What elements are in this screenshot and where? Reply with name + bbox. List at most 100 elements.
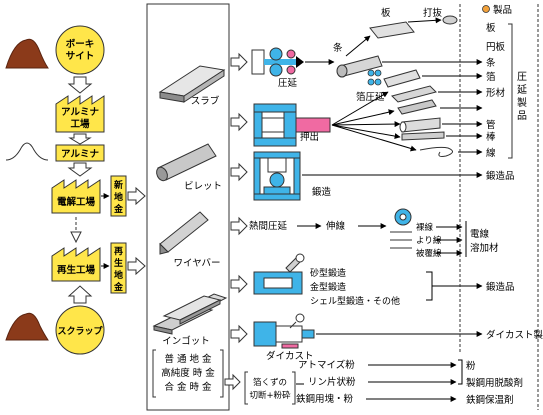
- sand-casting-label: 砂型鍛造: [310, 267, 346, 279]
- recycling-plant-label: 再生工場: [57, 264, 96, 276]
- flow-arrow-down-1: [67, 76, 93, 94]
- newmetal-to-column-arrow: [127, 186, 146, 206]
- casting-out-arrow: [230, 274, 248, 294]
- ingot-column-box: [146, 3, 230, 411]
- rolling-label: 圧延: [278, 77, 298, 89]
- die-cast-label: ダイカスト: [266, 350, 314, 362]
- plate-to-blank-arrow: [407, 17, 442, 24]
- alumina-node: アルミナ: [55, 144, 105, 162]
- rolled-group-label-3: 製: [517, 96, 527, 109]
- product-legend-label: 製品: [493, 4, 512, 16]
- rolled-group-label-4: 品: [517, 110, 527, 122]
- alumina-label: アルミナ: [61, 149, 99, 160]
- dashed-recycle-arrow: [70, 217, 82, 244]
- secondary-metal-node: 再 生 地 金: [110, 242, 127, 294]
- recycling-plant-node: 再生工場: [51, 247, 101, 282]
- steel-lump-powder-label: 鉄鋼用塊・粉: [296, 393, 354, 405]
- new-metal-char-2: 地: [114, 191, 123, 203]
- product-rod: 棒: [486, 131, 496, 143]
- wire-coil-icon: [394, 208, 412, 226]
- extrude-out-arrow: [230, 112, 248, 132]
- sheet-label: 板: [381, 7, 391, 19]
- ingot-label: インゴット: [162, 335, 210, 347]
- product-legend-dot-icon: [482, 5, 490, 13]
- ingot-grade-3: 合 金 時 金: [164, 381, 212, 393]
- foil-rolling-label: 箔圧延: [356, 91, 385, 103]
- secondary-metal-char-2: 生: [114, 257, 123, 269]
- stranded-wire-label: より線: [416, 235, 442, 246]
- deoxidizer-product: 製鋼用脱酸剤: [466, 377, 523, 389]
- atomized-powder-label: アトマイズ粉: [298, 359, 355, 371]
- coil-to-plate-arrow: [345, 35, 371, 57]
- alumina-heap-icon: [5, 142, 49, 161]
- bauxite-label-2: サイト: [66, 51, 95, 62]
- secondary-metal-char-3: 地: [114, 269, 123, 281]
- billet-label: ビレット: [184, 181, 222, 192]
- rolling-mill-icon: [251, 47, 304, 77]
- product-sheet: 板: [486, 22, 496, 34]
- product-strip: 条: [486, 57, 496, 69]
- slab-icon: [158, 65, 226, 103]
- foil-roller-icon: [367, 69, 421, 88]
- product-tube: 管: [486, 119, 496, 131]
- smelter-label: 電解工場: [57, 196, 96, 208]
- rolled-group-bracket: [508, 23, 513, 159]
- wire-lines-icon: [390, 231, 412, 249]
- slab-label: スラブ: [191, 95, 220, 107]
- hot-rolling-label: 熱間圧延: [249, 220, 288, 232]
- rolled-group-label-2: 延: [517, 84, 527, 96]
- extrude-to-shape-arrow: [331, 109, 395, 126]
- extrusion-label: 押出: [300, 131, 319, 143]
- powder-out-arrow: [224, 373, 241, 391]
- extrusion-press-icon: [253, 103, 331, 147]
- strip-label: 条: [333, 42, 343, 54]
- secondary-metal-char-1: 再: [114, 246, 123, 257]
- extruded-shapes-icon: [391, 85, 453, 157]
- new-metal-node: 新 地 金: [110, 175, 127, 217]
- wire-product-1: 電線: [470, 228, 490, 240]
- wire-bar-label: ワイヤバー: [173, 258, 220, 269]
- alumina-plant-node: アルミナ 工場: [55, 95, 105, 133]
- secondary-metal-char-4: 金: [113, 281, 124, 293]
- chip-process-label-2: 切断+粉砕: [249, 390, 291, 401]
- new-metal-char-1: 新: [114, 179, 123, 191]
- flow-arrow-down-2: [68, 133, 92, 145]
- forge-out-arrow: [230, 162, 248, 182]
- diecast-out-arrow: [230, 324, 248, 344]
- product-profile: 形材: [486, 87, 506, 99]
- secondary-to-column-arrow: [127, 256, 146, 276]
- product-foil: 箔: [486, 71, 496, 83]
- wire-drawing-label: 伸線: [326, 220, 346, 232]
- chip-process-label-1: 箔くずの: [253, 377, 287, 388]
- coated-wire-label: 被覆線: [416, 248, 442, 259]
- alumina-plant-label-1: アルミナ: [61, 107, 99, 118]
- flow-arrow-up-1: [67, 285, 93, 304]
- die-cast-product: ダイカスト製品: [486, 329, 543, 341]
- forging-press-icon: [253, 151, 301, 201]
- alumina-plant-label-2: 工場: [70, 118, 90, 130]
- wire-bar-icon: [159, 211, 209, 255]
- scrap-pile-icon: [5, 312, 49, 341]
- slab-out-arrow: [230, 52, 248, 72]
- smelter-node: 電解工場: [51, 179, 101, 214]
- billet-icon: [156, 143, 217, 182]
- flow-arrow-down-3: [67, 162, 93, 177]
- bauxite-pile-icon: [5, 38, 49, 69]
- rolled-group-label-1: 圧: [517, 72, 527, 83]
- extrude-to-wire-arrow: [331, 124, 417, 152]
- chip-process-box: 箔くずの 切断+粉砕: [244, 371, 296, 405]
- bauxite-label-1: ボーキ: [66, 38, 95, 50]
- hotroll-out-arrow: [230, 216, 248, 236]
- scrap-node: スクラップ: [55, 305, 105, 355]
- casting-mould-icon: [253, 253, 305, 295]
- extrude-to-rod-arrow: [331, 124, 401, 140]
- cast-product: 鍛造品: [486, 281, 515, 293]
- product-wire: 線: [486, 147, 496, 159]
- coil-icon: [336, 55, 383, 78]
- extrude-to-profile-arrow: [331, 91, 389, 126]
- ingot-grades-box: 普 通 地 金 高純度 時 金 合 金 時 金: [152, 349, 224, 398]
- plate-icon: [369, 21, 415, 39]
- product-disc: 円板: [486, 41, 506, 53]
- extrude-to-tube-arrow: [331, 121, 401, 128]
- powder-product: 粉: [466, 360, 476, 372]
